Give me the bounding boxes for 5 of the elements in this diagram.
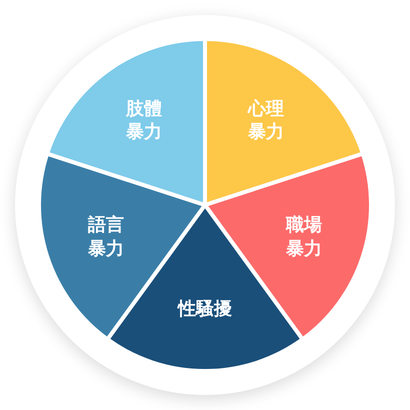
slice-label: 肢體暴力	[124, 97, 163, 144]
slice-label: 職場暴力	[284, 214, 323, 261]
slice-label: 性騷擾	[176, 297, 233, 321]
slice-label: 語言暴力	[86, 214, 126, 261]
slice-label: 心理暴力	[246, 97, 286, 144]
